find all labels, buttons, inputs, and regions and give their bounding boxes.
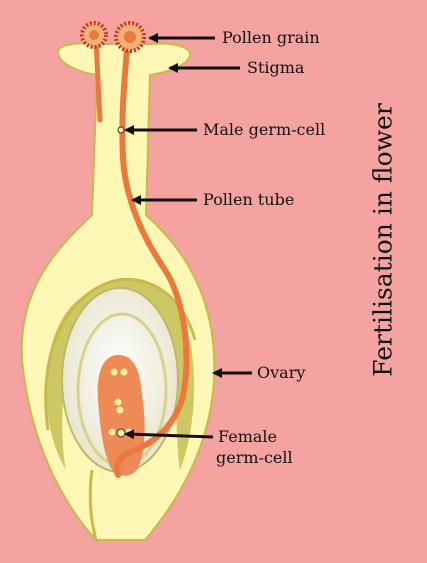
embryo-sac — [97, 355, 145, 476]
label-male-germ-cell: Male germ-cell — [203, 120, 325, 139]
label-female-line2: germ-cell — [216, 448, 293, 467]
pollen-tube-short — [93, 37, 103, 123]
synergid — [108, 428, 116, 436]
ovary-inner-wall — [46, 280, 195, 470]
polar-nucleus — [110, 368, 118, 376]
pollen-grain-right-core — [124, 31, 136, 43]
label-female-line1: Female — [218, 427, 277, 446]
nucleus — [116, 406, 124, 414]
diagram-title: Fertilisation in flower — [368, 103, 398, 377]
pollen-tube — [113, 37, 190, 478]
funicle — [88, 469, 98, 541]
pollen-grain-left-core — [89, 30, 99, 40]
label-pollen-tube: Pollen tube — [203, 190, 294, 209]
label-pollen-grain: Pollen grain — [222, 28, 320, 47]
nucleus — [114, 398, 122, 406]
female-germ-cell — [116, 428, 126, 438]
female-germ-cell-arrow — [124, 429, 214, 440]
polar-nucleus — [120, 368, 128, 376]
label-stigma: Stigma — [247, 58, 305, 77]
male-germ-cell-dot — [117, 126, 125, 134]
label-ovary: Ovary — [257, 363, 305, 382]
